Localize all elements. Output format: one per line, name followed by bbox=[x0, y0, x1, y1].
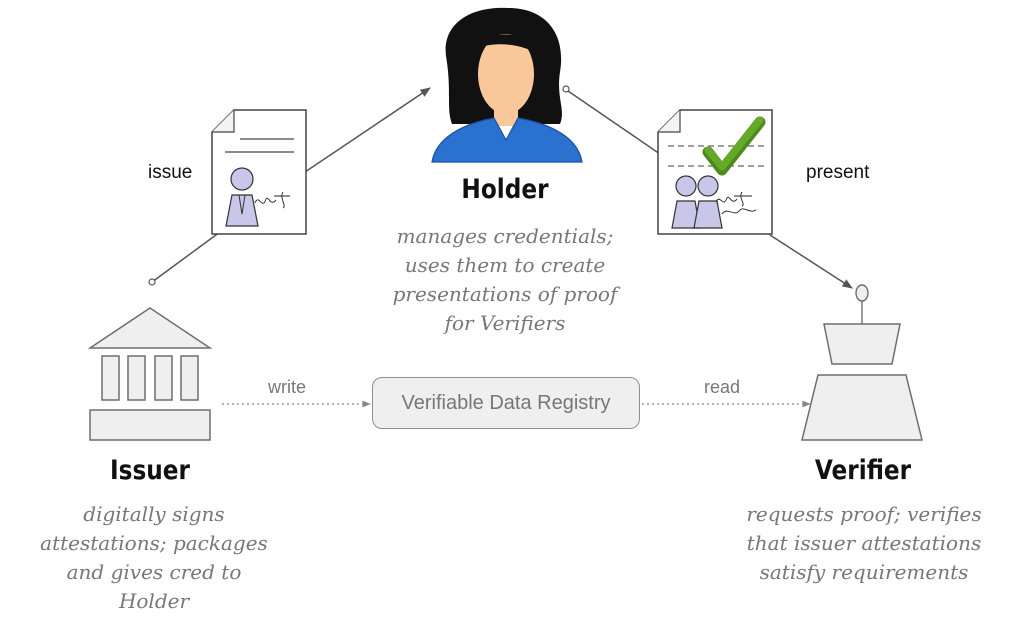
present-connector bbox=[562, 85, 853, 289]
read-label: read bbox=[704, 377, 741, 397]
registry-label: Verifiable Data Registry bbox=[401, 391, 611, 414]
document-icon bbox=[211, 109, 307, 235]
verified-document-icon bbox=[657, 109, 773, 235]
bank-building-icon bbox=[87, 307, 213, 441]
verifier-description: requests proof; verifies that issuer att… bbox=[746, 502, 982, 584]
issue-label: issue bbox=[148, 162, 193, 183]
podium-icon bbox=[801, 284, 923, 441]
present-label: present bbox=[806, 162, 870, 183]
holder-avatar-icon bbox=[431, 7, 583, 163]
verifiable-data-registry: Verifiable Data Registry bbox=[372, 377, 640, 429]
issuer-description: digitally signs attestations; packages a… bbox=[40, 502, 268, 613]
issuer-title: Issuer bbox=[109, 455, 191, 486]
write-label: write bbox=[268, 377, 307, 397]
holder-description: manages credentials; uses them to create… bbox=[392, 224, 618, 335]
holder-title: Holder bbox=[461, 174, 549, 205]
issue-connector bbox=[148, 87, 431, 286]
verifier-title: Verifier bbox=[814, 455, 912, 486]
